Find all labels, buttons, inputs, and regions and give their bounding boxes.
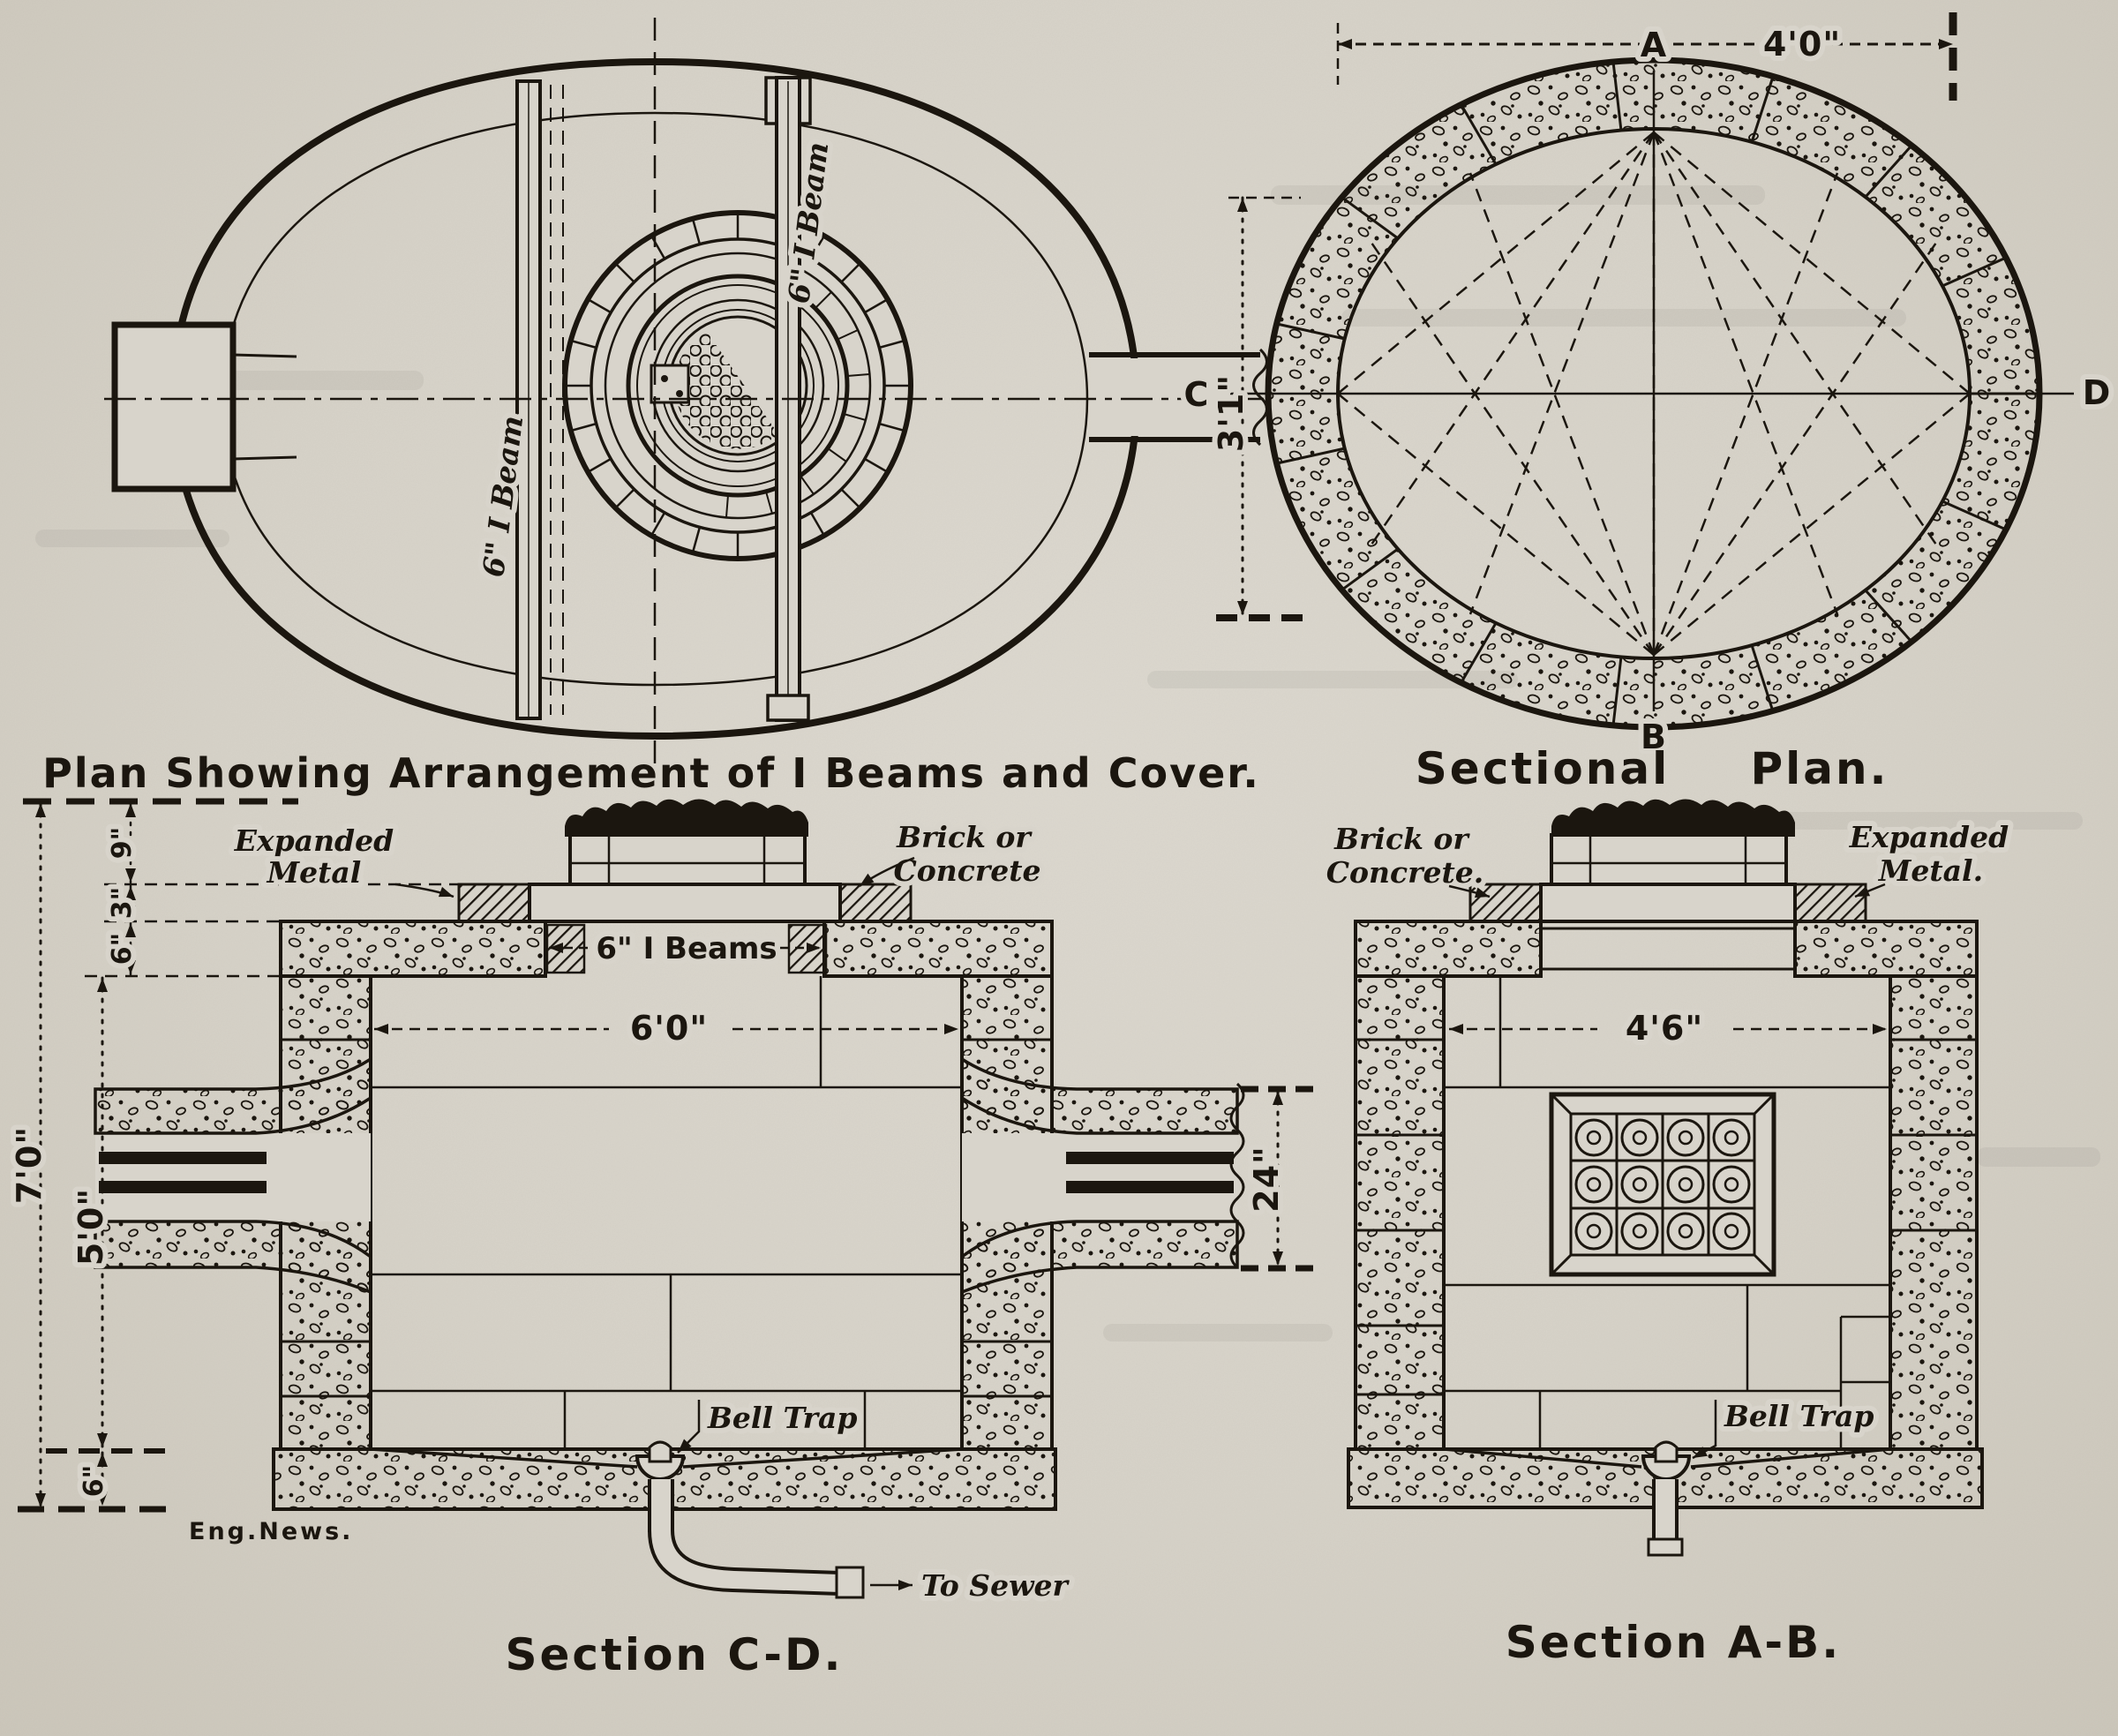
section-cd-view: 6" I Beams 6'0" 24" 7'0" 5'0" 6" 9" 3" 6… xyxy=(4,798,1317,1680)
dim-top1-label: 9" xyxy=(107,827,138,860)
hatched-block-left xyxy=(457,883,531,923)
brick-concrete-label-line1: Brick or xyxy=(1333,822,1470,856)
page-bleed-through xyxy=(35,185,2100,1341)
interior-brick-courses xyxy=(1444,976,1890,1449)
sewer-pipe-elbow xyxy=(648,1529,865,1599)
bell-trap-leader xyxy=(677,1400,701,1454)
point-c-label: C xyxy=(1184,375,1210,414)
dim-width-label: 4'0" xyxy=(1763,25,1841,64)
top-slab-right xyxy=(822,920,1054,978)
to-sewer-label: To Sewer xyxy=(921,1568,1070,1603)
dim-inner-height-label: 5'0" xyxy=(71,1188,110,1266)
section-ab-caption: Section A-B. xyxy=(1506,1617,1842,1668)
brick-concrete-label-line1: Brick or xyxy=(896,820,1033,854)
brick-concrete-leader xyxy=(859,856,915,888)
dim-beams-label: 6" I Beams xyxy=(596,931,777,966)
wall-left xyxy=(1354,974,1446,1451)
dim-floor-label: 6" xyxy=(79,1465,109,1498)
section-ab-view: 4'6" Brick or Concrete. Expanded Metal. … xyxy=(1321,799,2014,1668)
point-a-label: A xyxy=(1641,26,1667,64)
section-cd-caption: Section C-D. xyxy=(505,1629,843,1680)
construction-lines xyxy=(1337,132,1971,656)
cover-inner-ring-ticks xyxy=(725,291,870,518)
bell-trap-label: Bell Trap xyxy=(707,1401,857,1435)
i-beam-right xyxy=(764,76,812,722)
inlet-pipe-stub-left xyxy=(111,321,297,492)
hatched-block-left xyxy=(1468,883,1543,923)
plan-i-beam-view: 6" I Beam 6" I Beam Plan Showing Arrange… xyxy=(42,18,1268,797)
top-slab-right xyxy=(1793,920,1979,978)
point-b-label: B xyxy=(1641,718,1667,756)
brick-concrete-label-line2: Concrete xyxy=(894,853,1041,888)
dim-pipe-ticks xyxy=(1241,1086,1317,1272)
outlet-pipe-stub-right xyxy=(1089,348,1268,447)
sectional-plan-view: A 4'0" 3'1" C D B Sectional Plan. xyxy=(1179,12,2115,794)
cover-assembly-plan xyxy=(562,210,913,561)
expanded-metal-leader xyxy=(1854,883,1886,898)
floor-slope-lines xyxy=(1443,1447,1891,1469)
beam-edge-lines xyxy=(1541,927,1795,971)
cover-key-detail xyxy=(650,364,690,404)
expanded-metal-leader xyxy=(394,883,454,898)
wall-joints xyxy=(1356,1038,1977,1396)
floor-slope-lines xyxy=(370,1447,963,1469)
brick-concrete-leader xyxy=(1448,884,1491,898)
bell-trap-ab xyxy=(1641,1440,1692,1557)
bell-trap-cd xyxy=(635,1440,686,1532)
brick-concrete-label-line2: Concrete. xyxy=(1326,855,1483,890)
dim-pipe-label: 24" xyxy=(1247,1146,1286,1213)
hatched-block-right xyxy=(1793,883,1867,923)
top-slab-left xyxy=(279,920,547,978)
expanded-metal-label-line2: Metal xyxy=(267,855,362,890)
dim-top3-label: 6" xyxy=(107,933,138,966)
bell-trap-label: Bell Trap xyxy=(1724,1399,1874,1433)
plan-caption: Plan Showing Arrangement of I Beams and … xyxy=(42,749,1260,797)
wall-joints xyxy=(281,1038,1052,1398)
top-slab-left xyxy=(1354,920,1543,978)
cover-assembly-ab xyxy=(1468,799,1867,923)
perforated-cover-holes xyxy=(674,330,779,449)
dim-top2-label: 3" xyxy=(107,887,138,920)
dim-width-label: 6'0" xyxy=(630,1009,708,1048)
grate-plan-detail xyxy=(1549,1092,1776,1277)
dim-width-label: 4'6" xyxy=(1626,1009,1703,1048)
bell-trap-leader xyxy=(1692,1400,1717,1460)
hatched-block-right xyxy=(838,883,913,923)
expanded-metal-label-line1: Expanded xyxy=(1849,820,2009,854)
sectional-caption-word1: Sectional xyxy=(1416,743,1670,794)
beam-bearing-right xyxy=(787,923,828,974)
dim-height-label: 3'1" xyxy=(1212,374,1251,452)
pipe-right xyxy=(960,1056,1245,1295)
cover-assembly-cd xyxy=(457,799,913,974)
expanded-metal-label-line2: Metal. xyxy=(1878,853,1983,888)
expanded-metal-label-line1: Expanded xyxy=(234,823,394,858)
credit-label: Eng.News. xyxy=(189,1518,353,1545)
dim-top-chain: 9" 3" 6" xyxy=(101,801,143,976)
interior-brick-courses xyxy=(371,976,962,1449)
dim-total-height-label: 7'0" xyxy=(10,1126,49,1204)
wall-right xyxy=(1889,974,1979,1451)
sectional-caption-word2: Plan. xyxy=(1750,743,1889,794)
pipe-left xyxy=(94,1056,372,1295)
point-d-label: D xyxy=(2083,373,2112,412)
